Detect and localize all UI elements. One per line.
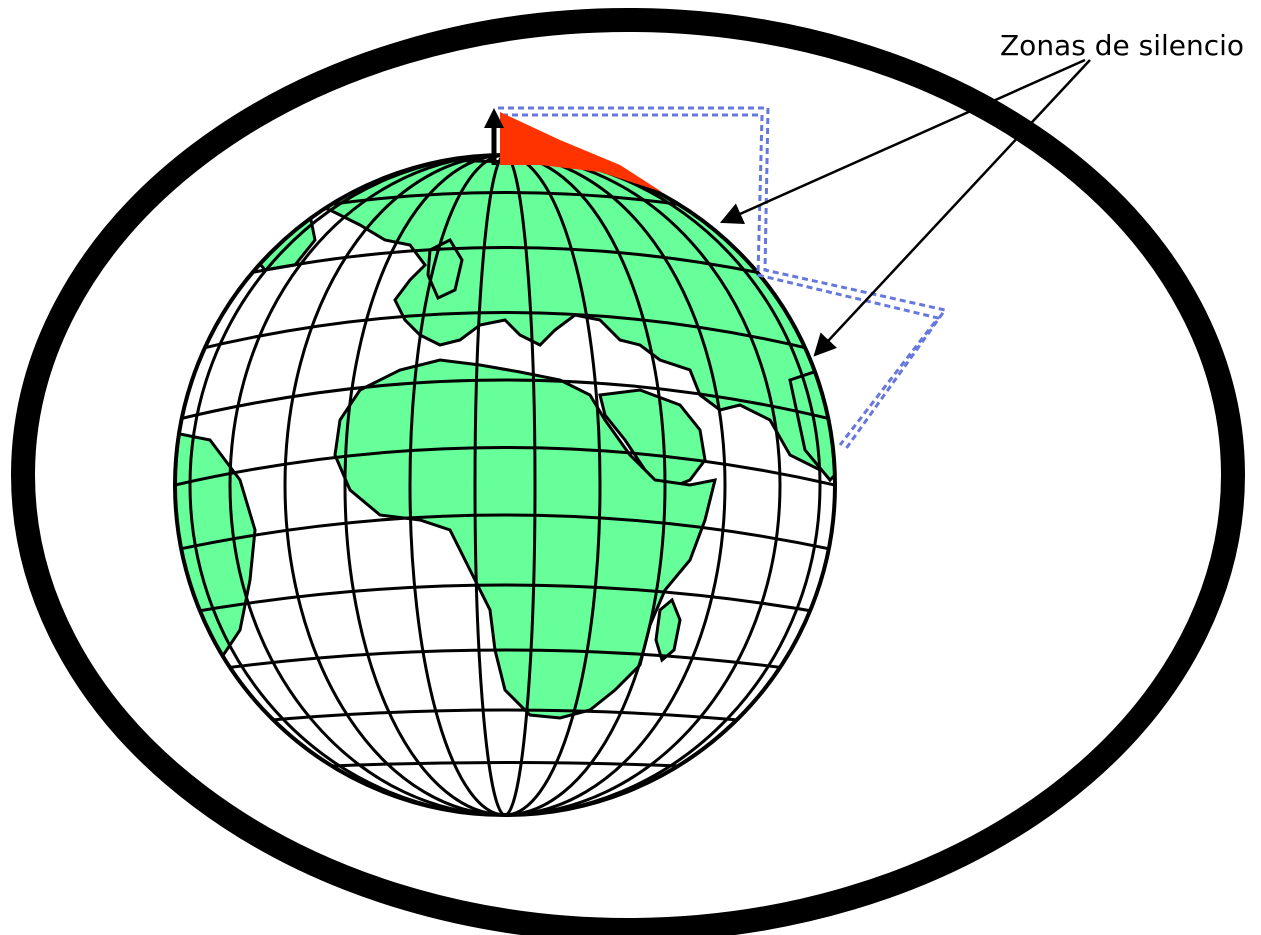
globe-icon <box>173 153 837 817</box>
antenna-icon <box>484 108 662 192</box>
sky-wave-path <box>498 106 948 451</box>
silence-zone-arrow-2 <box>813 59 1091 357</box>
outer-ring <box>11 8 1245 935</box>
silence-zone-arrow-1 <box>719 58 1086 225</box>
silence-zones-label: Zonas de silencio <box>1000 29 1244 62</box>
ground-wave-signal <box>500 112 662 192</box>
